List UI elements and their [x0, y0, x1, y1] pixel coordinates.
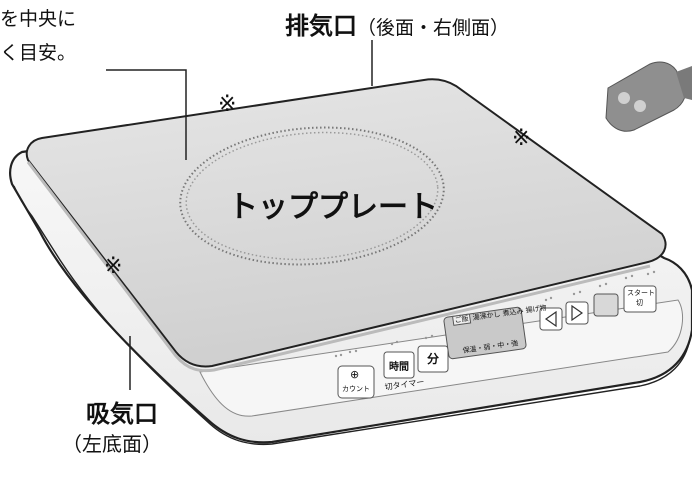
top-plate-label: トッププレート — [228, 190, 438, 225]
start-button-label-line2: 切 — [636, 299, 643, 307]
right-arrow-button[interactable] — [565, 301, 589, 325]
exhaust-label-bold: 排気口 — [285, 12, 357, 40]
indicator-dots — [334, 270, 656, 358]
menu-button[interactable] — [593, 293, 619, 317]
mode-button-fry[interactable]: 揚げ物 — [525, 303, 548, 315]
count-button[interactable] — [337, 365, 375, 399]
minute-button-label: 分 — [427, 352, 440, 366]
minute-button[interactable] — [417, 345, 449, 373]
exhaust-label: 排気口（後面・右側面） — [285, 6, 509, 41]
timer-button-label: 時間 — [389, 362, 409, 373]
vent-mark-3: ※ — [104, 254, 123, 279]
mode-button-simmer[interactable]: 煮込み — [502, 307, 525, 318]
count-dial-icon: ⊕ — [350, 368, 360, 381]
center-note-line1: を中央に — [0, 8, 77, 30]
power-plug — [605, 61, 692, 132]
center-note-line2: く目安。 — [0, 42, 77, 64]
count-label: カウント — [342, 385, 370, 393]
cooker-base-lip — [13, 185, 691, 446]
vent-mark-1: ※ — [218, 92, 237, 117]
heating-zone-ring — [179, 126, 445, 266]
vent-mark-2: ※ — [512, 126, 531, 151]
plate-edge-highlight — [26, 161, 651, 373]
intake-label-paren: （左底面） — [62, 432, 162, 456]
timer-button[interactable] — [383, 351, 415, 379]
start-button-label-line1: スタート — [627, 289, 655, 297]
intake-label-bold: 吸気口 — [86, 400, 158, 428]
right-arrow-icon — [571, 304, 584, 322]
leader-center-note — [106, 69, 187, 160]
left-arrow-icon — [544, 310, 557, 328]
exhaust-label-paren: （後面・右側面） — [357, 17, 510, 39]
heating-zone-ring-inner — [185, 131, 439, 261]
start-button[interactable] — [623, 285, 657, 313]
